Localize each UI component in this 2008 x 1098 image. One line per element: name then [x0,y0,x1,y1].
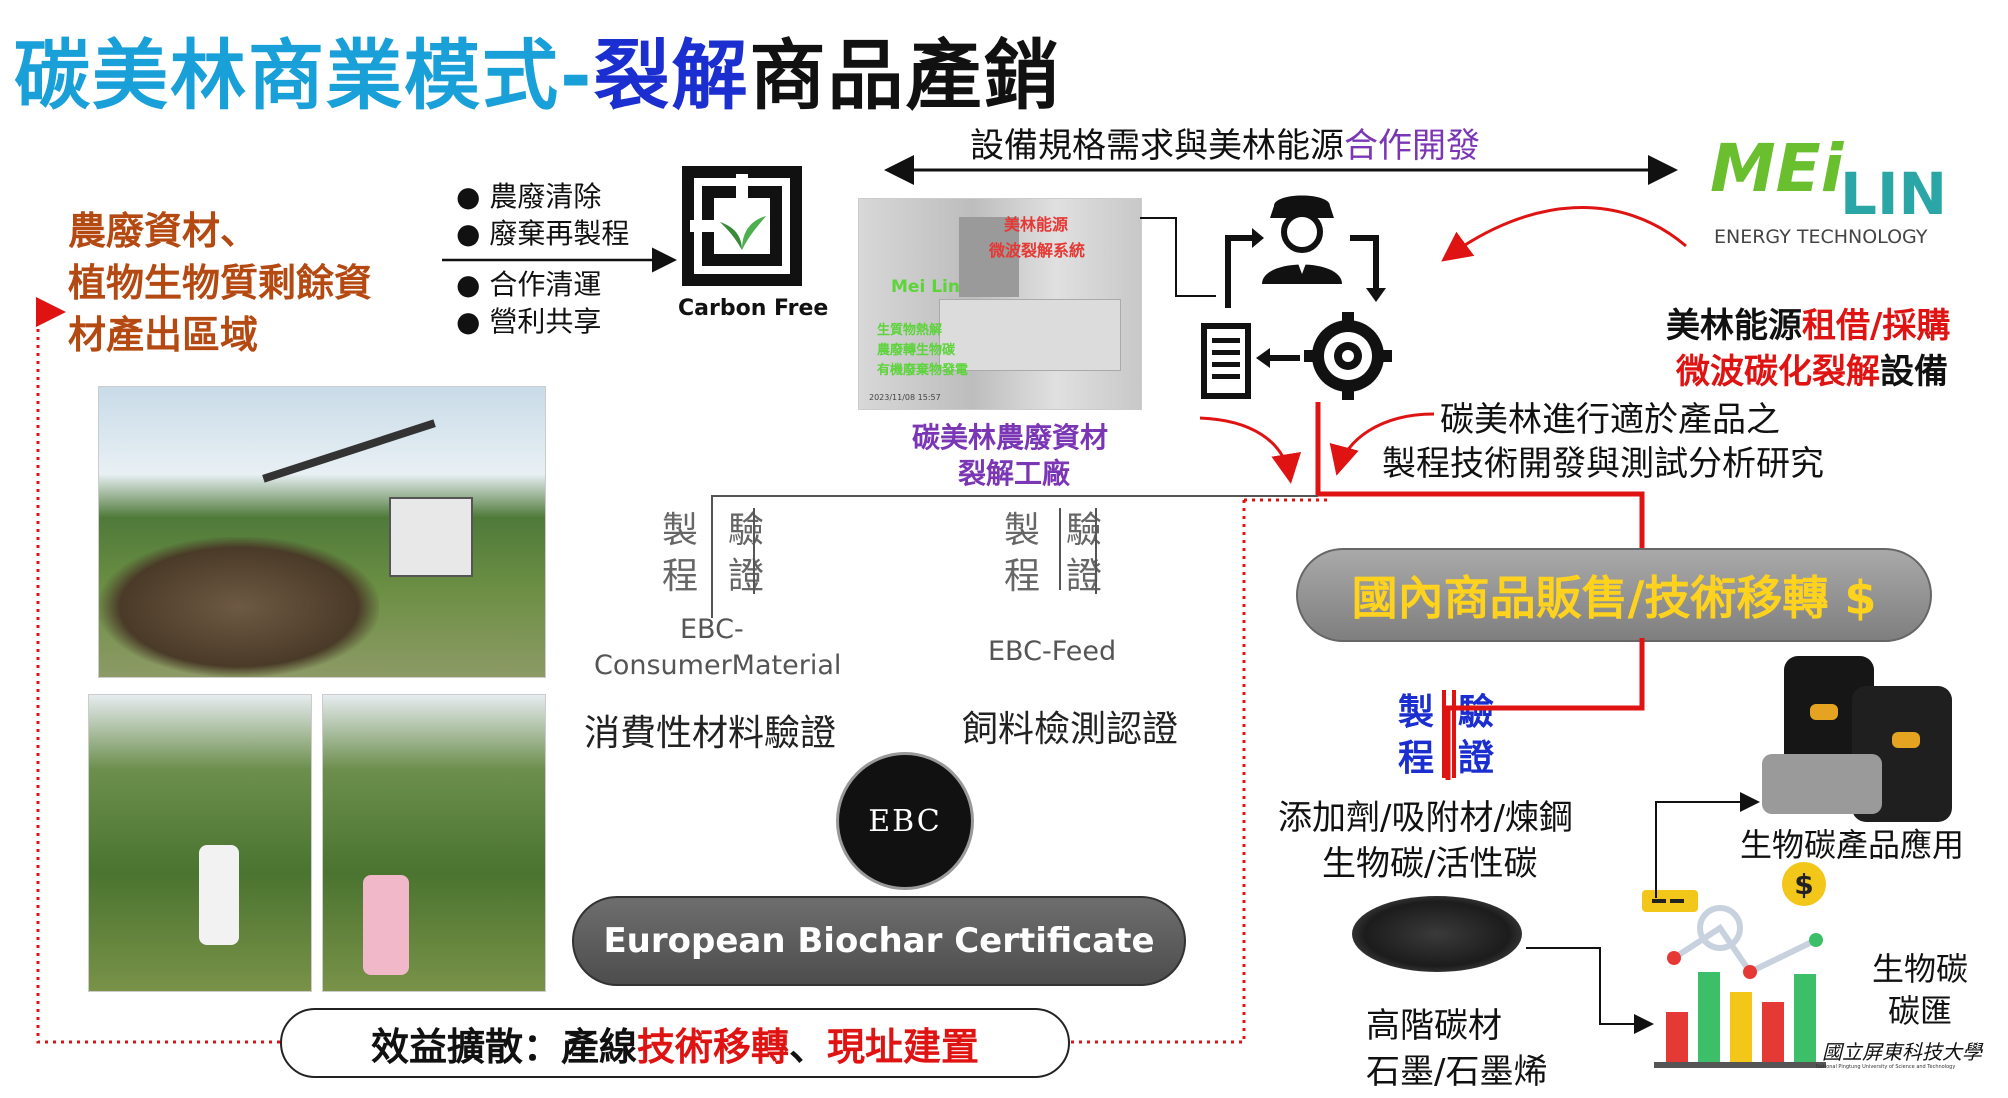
title-blue: 裂解 [593,31,750,120]
truck-photo [98,386,546,678]
meilin-subtitle: ENERGY TECHNOLOGY [1714,226,1928,248]
benefit-spread-pill: 效益擴散：產線技術移轉、現址建置 [280,1008,1070,1078]
factory-overlay-6: 有機廢棄物發電 [877,363,969,378]
benefit-red-2: 現址建置 [827,1024,980,1069]
page-title: 碳美林商業模式-裂解商品產銷 [14,14,1062,124]
benefit-sep: 、 [789,1024,828,1069]
title-dash: - [560,31,594,120]
factory-photo: 美林能源 微波裂解系統 Mei Lin 生質物熱解 農廢轉生物碳 有機廢棄物發電… [858,198,1142,410]
meilin-logo: MEi LIN ENERGY TECHNOLOGY [1710,130,1950,250]
ebc-logo-text: EBC [868,803,942,839]
benefit-prefix: 效益擴散：產線 [370,1024,637,1069]
ebc-logo: EBC [836,752,974,890]
university-name: 國立屏東科技大學 [1822,1040,1982,1064]
bullet-item: 農廢清除 [456,178,629,215]
bullet-item: 廢棄再製程 [456,215,629,252]
biochar-application-label: 生物碳產品應用 [1740,826,1965,864]
rental-line-1: 美林能源租借/採購 [1666,298,1950,347]
factory-overlay-2: 微波裂解系統 [989,241,1086,260]
factory-overlay-5: 農廢轉生物碳 [877,343,956,358]
verify-char: 驗 [1457,692,1494,733]
bullets-bottom: 合作清運 營利共享 [456,266,601,340]
benefit-red-1: 技術移轉 [636,1024,789,1069]
factory-timestamp: 2023/11/08 15:57 [869,393,941,402]
products-line-1: 添加劑/吸附材/煉鋼 [1278,798,1573,838]
biochar-sink-line-1: 生物碳 [1872,950,1969,988]
ebc-consumer-line-2: ConsumerMaterial [594,650,842,681]
verify-label-1: 驗 證 [726,508,766,600]
field-photo-2 [322,694,546,992]
rental-highlight-2: 微波碳化裂解 [1676,352,1880,392]
factory-caption-2: 裂解工廠 [958,457,1071,490]
meilin-logo-bottom: LIN [1840,160,1948,228]
title-main: 碳美林商業模式 [14,31,560,120]
svg-text:$: $ [1794,868,1813,901]
process-label-1: 製 程 [660,508,700,600]
ebc-feed-cn: 飼料檢測認證 [962,709,1179,750]
process-label-3: 製 程 [1394,690,1438,782]
gear-icon [1304,312,1392,400]
rental-highlight-1: 租借/採購 [1802,306,1951,346]
research-line-1: 碳美林進行適於產品之 [1440,400,1780,440]
ebc-feed-line-1: EBC-Feed [988,636,1117,667]
analytics-chart-icon: $ [1642,862,1826,1068]
factory-caption-1: 碳美林農廢資材 [912,421,1109,454]
carbon-free-label: Carbon Free [678,296,829,321]
title-black: 商品產銷 [749,31,1062,120]
verify-char: 證 [1457,738,1494,779]
source-region-text: 農廢資材、 植物生物質剩餘資 材產出區域 [68,205,372,361]
bullet-item: 營利共享 [456,303,601,340]
domestic-sales-pill: 國內商品販售/技術移轉 $ [1296,548,1932,642]
workflow-icon-cluster [1201,195,1392,400]
process-char: 程 [661,556,698,597]
biochar-bags-image [1760,646,1966,824]
process-char: 製 [661,510,698,551]
process-char: 製 [1003,510,1040,551]
field-photo-1 [88,694,312,992]
rental-suffix: 設備 [1880,352,1948,392]
factory-overlay-1: 美林能源 [1004,215,1069,234]
rental-prefix: 美林能源 [1666,306,1802,346]
factory-overlay-3: Mei Lin [891,277,960,297]
bullets-top: 農廢清除 廢棄再製程 [456,178,629,252]
process-label-2: 製 程 [1002,508,1042,600]
charcoal-pile-image [1352,896,1522,972]
meilin-logo-top: MEi [1710,130,1844,207]
process-char: 程 [1397,738,1434,779]
ebc-consumer-cn: 消費性材料驗證 [584,713,837,754]
products-line-2: 生物碳/活性碳 [1322,844,1538,884]
biochar-sink-line-2: 碳匯 [1888,992,1953,1030]
high-carbon-line-2: 石墨/石墨烯 [1366,1052,1548,1092]
source-line-3: 材產出區域 [68,313,259,357]
document-icon [1201,323,1251,399]
source-line-1: 農廢資材、 [68,209,259,253]
verify-char: 證 [727,556,764,597]
rental-line-2: 微波碳化裂解設備 [1676,344,1948,393]
bullet-item: 合作清運 [456,266,601,303]
source-line-2: 植物生物質剩餘資 [68,261,373,305]
leaf-icon [682,166,802,286]
high-carbon-line-1: 高階碳材 [1366,1006,1502,1046]
verify-char: 驗 [727,510,764,551]
research-line-2: 製程技術開發與測試分析研究 [1382,444,1824,484]
carbon-free-logo [680,164,804,288]
ebc-consumer-line-1: EBC- [680,614,744,645]
factory-overlay-4: 生質物熱解 [877,323,943,338]
ebc-certificate-pill: European Biochar Certificate [572,896,1186,986]
university-sub: National Pingtung University of Science … [1816,1064,1956,1070]
process-char: 製 [1397,692,1434,733]
verify-label-3: 驗 證 [1454,690,1498,782]
process-char: 程 [1003,556,1040,597]
worker-icon [1262,195,1342,284]
